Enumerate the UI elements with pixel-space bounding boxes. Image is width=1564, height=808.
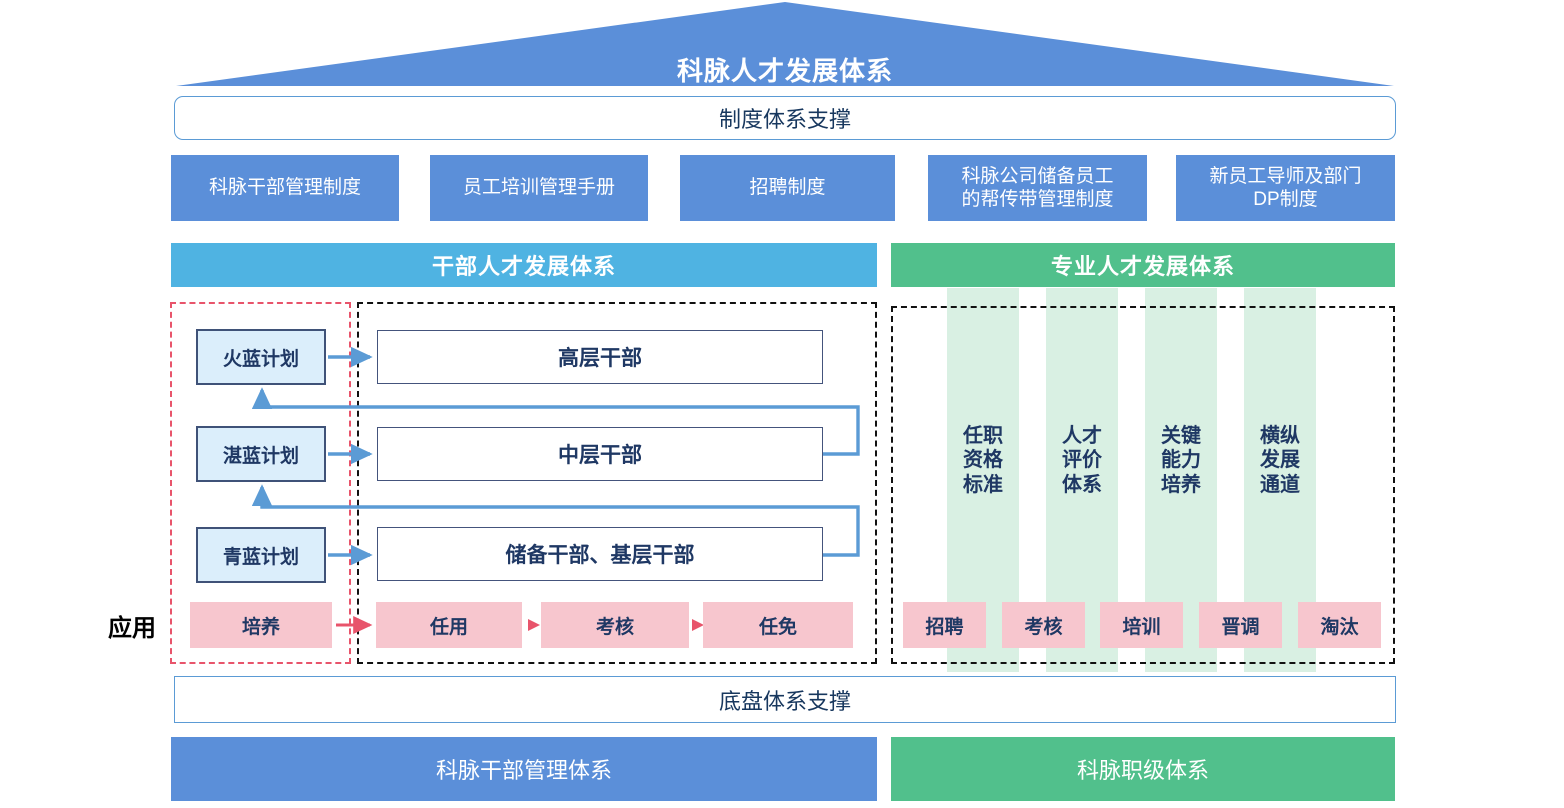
policy-label: 科脉干部管理制度 bbox=[208, 177, 361, 199]
plan-label: 湛蓝计划 bbox=[222, 445, 299, 467]
pillar-label: 横纵 发展 通道 bbox=[1244, 424, 1316, 497]
application-chip[interactable]: 任用 bbox=[376, 602, 522, 648]
policy-chip[interactable]: 科脉干部管理制度 bbox=[171, 155, 399, 221]
footer-rank-system: 科脉职级体系 bbox=[891, 737, 1395, 801]
cadre-level-box[interactable]: 中层干部 bbox=[377, 427, 823, 481]
plan-box[interactable]: 火蓝计划 bbox=[196, 329, 326, 385]
application-label: 考核 bbox=[1024, 616, 1063, 638]
application-label: 任免 bbox=[758, 616, 797, 638]
application-chip[interactable]: 任免 bbox=[703, 602, 853, 648]
policy-chip[interactable]: 员工培训管理手册 bbox=[430, 155, 648, 221]
application-chip[interactable]: 考核 bbox=[541, 602, 689, 648]
plan-box[interactable]: 青蓝计划 bbox=[196, 527, 326, 583]
dashed-frame-cultivation bbox=[170, 302, 351, 664]
policy-chip[interactable]: 新员工导师及部门 DP制度 bbox=[1176, 155, 1395, 221]
dashed-frame-cadre bbox=[357, 302, 877, 664]
cadre-level-label: 高层干部 bbox=[558, 347, 642, 370]
cadre-level-label: 中层干部 bbox=[558, 444, 642, 467]
application-chip[interactable]: 考核 bbox=[1002, 602, 1085, 648]
policy-chip[interactable]: 招聘制度 bbox=[680, 155, 895, 221]
application-chip[interactable]: 培养 bbox=[190, 602, 332, 648]
pillar-label: 人才 评价 体系 bbox=[1046, 424, 1118, 497]
policy-label: 员工培训管理手册 bbox=[462, 177, 615, 199]
plan-label: 青蓝计划 bbox=[222, 546, 299, 568]
policy-label: 新员工导师及部门 DP制度 bbox=[1209, 165, 1362, 210]
pillar-text: 关键 能力 培养 bbox=[1161, 425, 1201, 496]
pillar-text: 人才 评价 体系 bbox=[1062, 425, 1102, 496]
application-row-label: 应用 bbox=[108, 614, 156, 642]
pillar-text: 横纵 发展 通道 bbox=[1260, 425, 1300, 496]
application-chip[interactable]: 招聘 bbox=[903, 602, 986, 648]
plan-label: 火蓝计划 bbox=[222, 348, 299, 370]
roof-triangle bbox=[176, 2, 1394, 90]
section-header-cadre: 干部人才发展体系 bbox=[171, 243, 877, 287]
application-label: 培训 bbox=[1122, 616, 1161, 638]
application-label: 淘汰 bbox=[1320, 616, 1359, 638]
application-label: 招聘 bbox=[925, 616, 964, 638]
application-chip[interactable]: 培训 bbox=[1100, 602, 1183, 648]
cadre-level-box[interactable]: 高层干部 bbox=[377, 330, 823, 384]
pillar-text: 任职 资格 标准 bbox=[963, 425, 1003, 496]
policy-label: 科脉公司储备员工 的帮传带管理制度 bbox=[961, 165, 1114, 210]
page-title: 科脉人才发展体系 bbox=[676, 55, 893, 86]
application-label: 晋调 bbox=[1221, 616, 1260, 638]
system-support-bar: 制度体系支撑 bbox=[174, 96, 1396, 140]
footer-cadre-system: 科脉干部管理体系 bbox=[171, 737, 877, 801]
application-chip[interactable]: 晋调 bbox=[1199, 602, 1282, 648]
policy-chip[interactable]: 科脉公司储备员工 的帮传带管理制度 bbox=[928, 155, 1147, 221]
pillar-label: 关键 能力 培养 bbox=[1145, 424, 1217, 497]
application-label: 考核 bbox=[595, 616, 634, 638]
section-header-professional: 专业人才发展体系 bbox=[891, 243, 1395, 287]
cadre-level-label: 储备干部、基层干部 bbox=[505, 544, 695, 567]
application-label: 培养 bbox=[241, 616, 280, 638]
policy-label: 招聘制度 bbox=[749, 177, 826, 199]
plan-box[interactable]: 湛蓝计划 bbox=[196, 426, 326, 482]
pillar-label: 任职 资格 标准 bbox=[947, 424, 1019, 497]
application-chip[interactable]: 淘汰 bbox=[1298, 602, 1381, 648]
application-label: 任用 bbox=[429, 616, 468, 638]
base-support-bar: 底盘体系支撑 bbox=[174, 676, 1396, 723]
dashed-frame-professional bbox=[891, 306, 1395, 664]
cadre-level-box[interactable]: 储备干部、基层干部 bbox=[377, 527, 823, 581]
